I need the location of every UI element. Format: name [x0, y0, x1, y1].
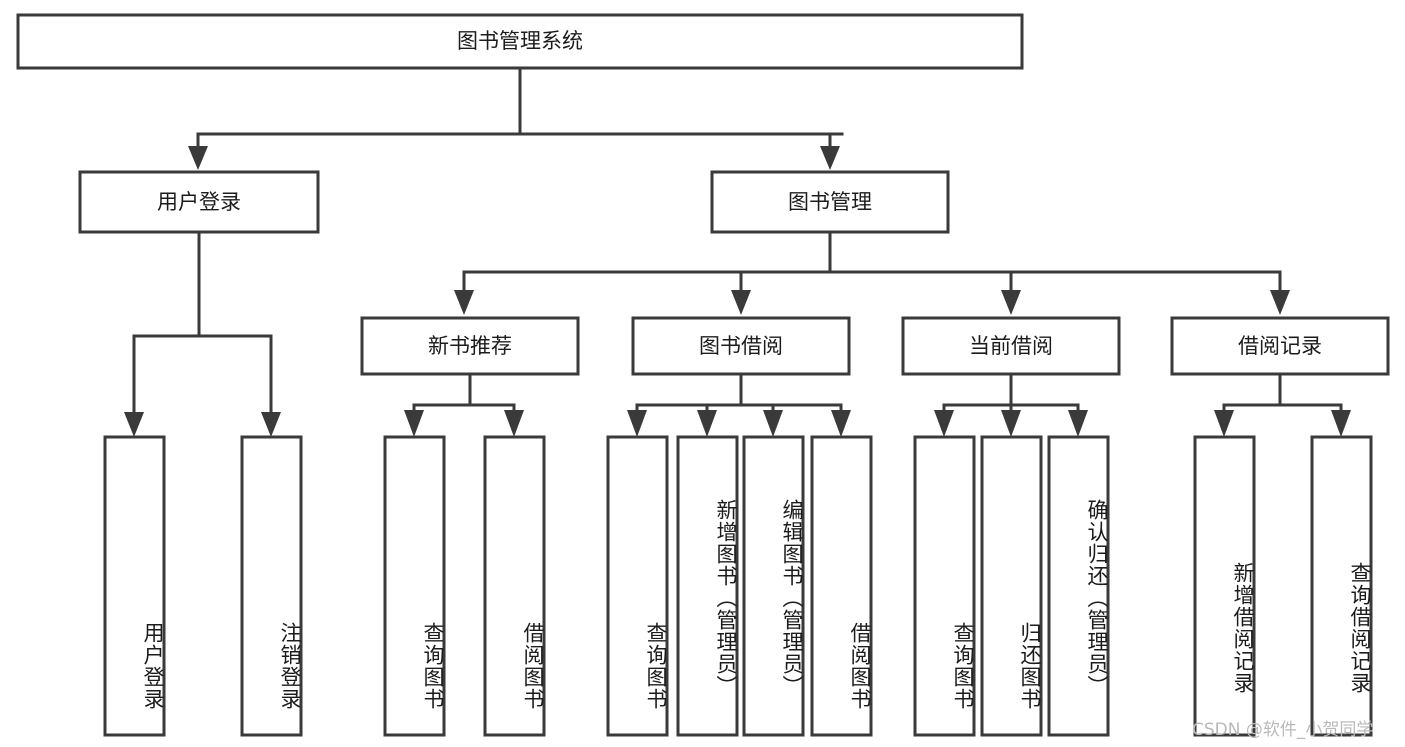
node-bookmgmt[interactable]: 图书管理: [710, 170, 950, 234]
arrow-head-icon: [1001, 410, 1021, 437]
arrow-head-icon: [1214, 410, 1234, 437]
node-login[interactable]: 用户登录: [78, 170, 320, 234]
node-leaf8-box[interactable]: [810, 435, 873, 737]
node-borrow-label: 图书借阅: [699, 334, 783, 358]
arrow-head-icon: [124, 412, 144, 437]
connector-records-to-leaves: [1214, 372, 1351, 437]
arrow-head-icon: [820, 146, 840, 170]
node-records[interactable]: 借阅记录: [1170, 316, 1390, 376]
node-login-box[interactable]: [78, 170, 320, 234]
arrow-head-icon: [261, 412, 281, 437]
node-newbook[interactable]: 新书推荐: [360, 316, 580, 376]
node-leaf1-box[interactable]: [103, 435, 166, 737]
arrow-head-icon: [188, 146, 208, 170]
node-current-label: 当前借阅: [969, 334, 1053, 358]
connector-root-to-level2: [188, 66, 844, 170]
node-borrow[interactable]: 图书借阅: [631, 316, 851, 376]
arrow-head-icon: [763, 410, 783, 437]
node-leaf3-box[interactable]: [383, 435, 446, 737]
arrow-head-icon: [1001, 290, 1021, 315]
connector-borrow-to-leaves: [627, 372, 851, 437]
node-current[interactable]: 当前借阅: [901, 316, 1121, 376]
arrow-head-icon: [731, 290, 751, 315]
connector-login-to-leaves: [124, 230, 281, 437]
node-bookmgmt-label: 图书管理: [788, 190, 872, 214]
node-leaf7-box[interactable]: [742, 435, 805, 737]
node-current-box[interactable]: [901, 316, 1121, 376]
node-newbook-box[interactable]: [360, 316, 580, 376]
arrow-head-icon: [404, 410, 424, 437]
node-newbook-label: 新书推荐: [428, 334, 512, 358]
connector-current-to-leaves: [934, 372, 1088, 437]
arrow-head-icon: [697, 410, 717, 437]
arrow-head-icon: [1068, 410, 1088, 437]
node-records-label: 借阅记录: [1238, 334, 1322, 358]
node-leaf5-box[interactable]: [606, 435, 669, 737]
arrow-head-icon: [934, 410, 954, 437]
node-login-label: 用户登录: [157, 190, 241, 214]
node-root-label: 图书管理系统: [457, 29, 583, 53]
arrow-head-icon: [831, 410, 851, 437]
node-leaf9-box[interactable]: [913, 435, 976, 737]
node-leaf13-box[interactable]: [1310, 435, 1373, 737]
arrow-head-icon: [454, 290, 474, 315]
node-root-box[interactable]: [16, 13, 1024, 70]
arrow-head-icon: [1331, 410, 1351, 437]
node-leaf11-box[interactable]: [1047, 435, 1110, 737]
node-leaf4-box[interactable]: [483, 435, 546, 737]
csdn-watermark: CSDN @软件_小贺同学: [1192, 720, 1373, 740]
node-leaf10-box[interactable]: [980, 435, 1043, 737]
connector-newbook-to-leaves: [404, 372, 524, 437]
node-leaf12-box[interactable]: [1193, 435, 1256, 737]
node-leaf6-box[interactable]: [676, 435, 739, 737]
arrow-head-icon: [627, 410, 647, 437]
connector-bookmgmt-to-level3: [454, 230, 1290, 315]
arrow-head-icon: [1270, 290, 1290, 315]
arrow-head-icon: [504, 410, 524, 437]
node-leaf2-box[interactable]: [240, 435, 303, 737]
node-root[interactable]: 图书管理系统: [16, 13, 1024, 70]
